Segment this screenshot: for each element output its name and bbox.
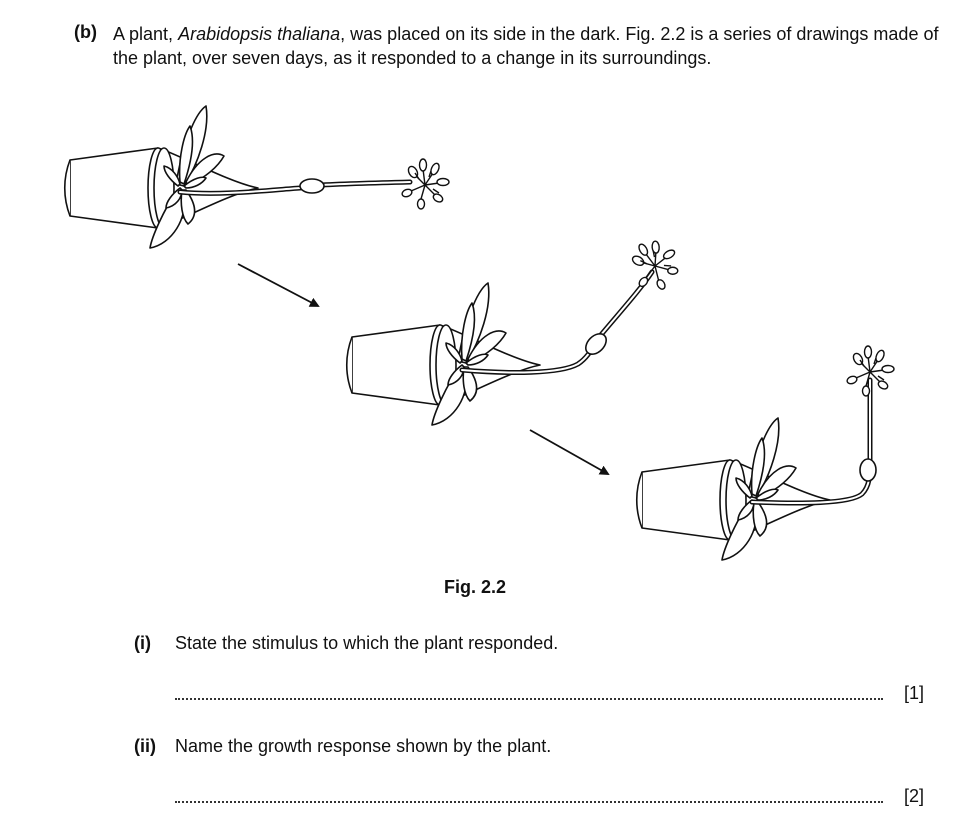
arrow-2 [529, 429, 610, 475]
subquestion-i-label: (i) [134, 633, 151, 653]
intro-before-italic: A plant, [113, 24, 179, 44]
figure-2-2 [63, 105, 895, 561]
answer-line-i[interactable] [175, 698, 883, 700]
species-name: Arabidopsis thaliana [178, 24, 341, 44]
question-intro: A plant, Arabidopsis thaliana, was place… [113, 22, 943, 70]
subquestion-ii-text: Name the growth response shown by the pl… [175, 736, 552, 756]
marks-i: [1] [904, 683, 925, 703]
figure-caption: Fig. 2.2 [444, 577, 507, 597]
subquestion-i-text: State the stimulus to which the plant re… [175, 633, 559, 653]
plant-middle [345, 230, 689, 426]
plant-day-1 [63, 105, 450, 249]
answer-line-ii[interactable] [175, 801, 883, 803]
arrow-1 [237, 263, 320, 307]
intro-after-italic: , was placed on its side in the dark. Fi… [113, 24, 939, 68]
plant-day-7 [635, 345, 895, 561]
marks-ii: [2] [904, 786, 925, 806]
subquestion-ii-label: (ii) [134, 736, 156, 756]
part-label: (b) [74, 22, 97, 42]
stem-middle [459, 269, 655, 375]
